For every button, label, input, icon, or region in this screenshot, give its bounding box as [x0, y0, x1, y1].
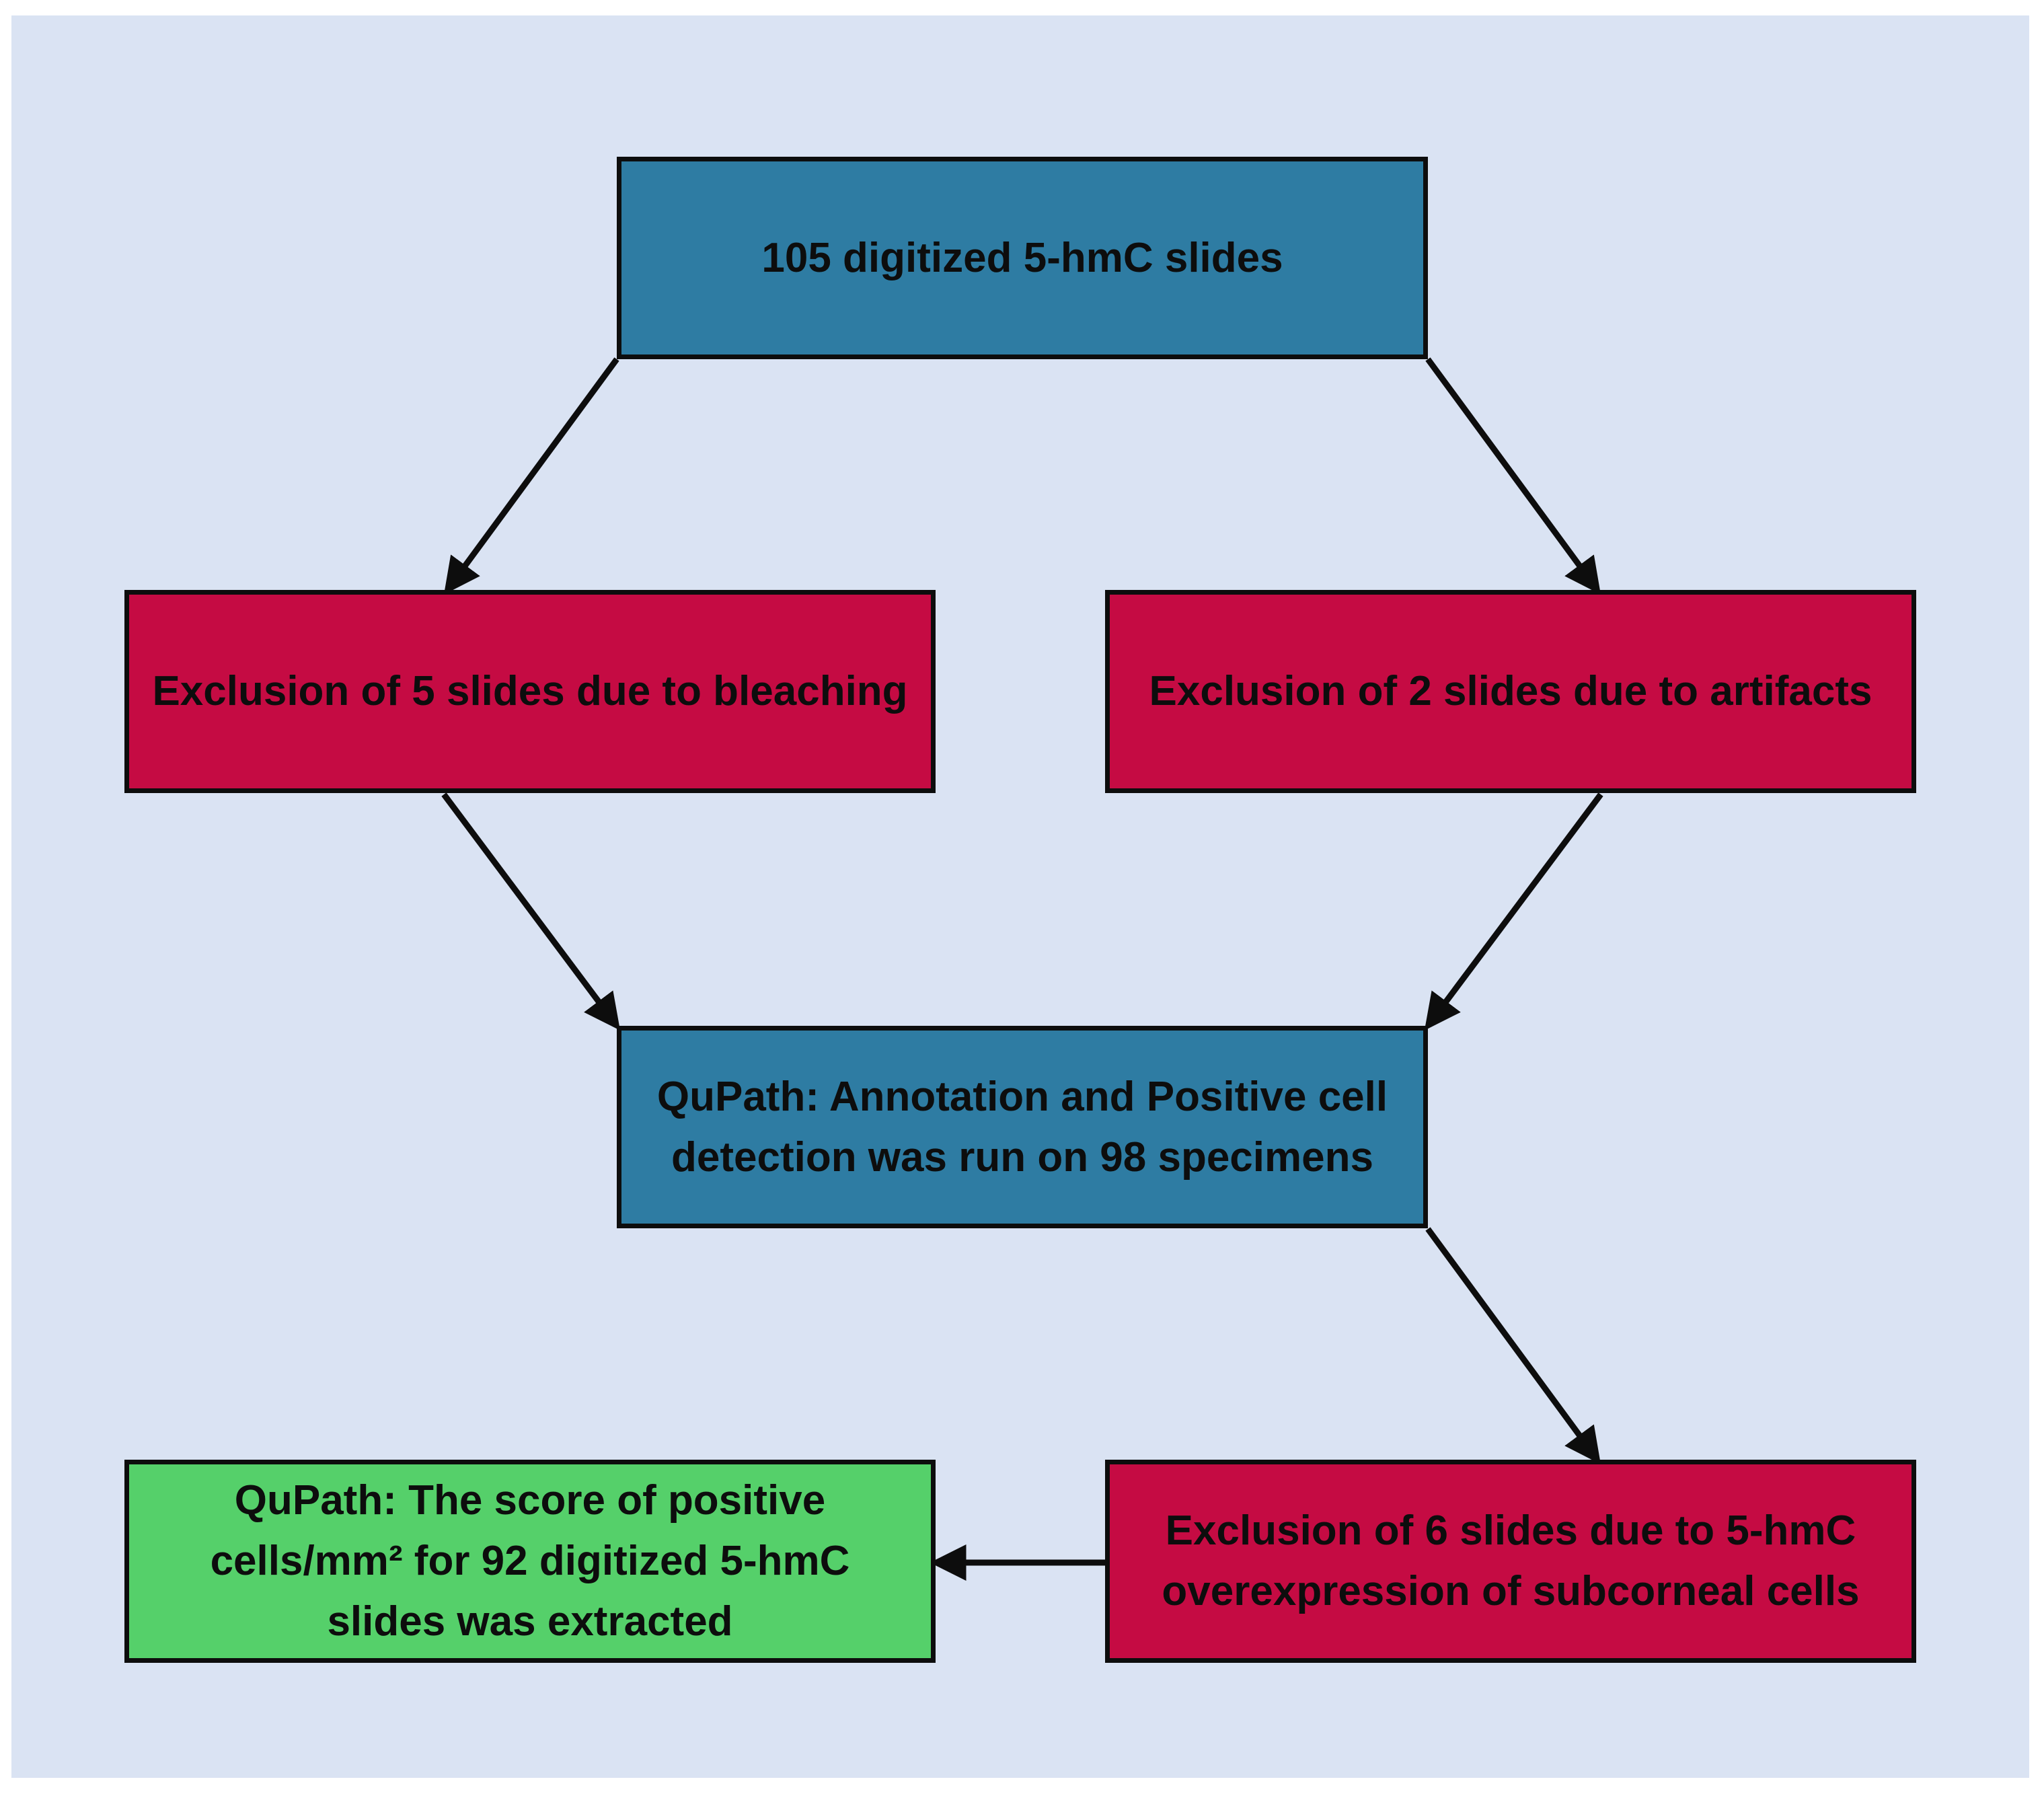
- qupath-score-line1: QuPath: The score of positive: [234, 1477, 826, 1524]
- start-node-text: 105 digitized 5-hmC slides: [761, 234, 1283, 281]
- exclusion-bleaching-node: Exclusion of 5 slides due to bleaching: [124, 590, 936, 793]
- start-node: 105 digitized 5-hmC slides: [617, 157, 1428, 359]
- exclusion-bleaching-text: Exclusion of 5 slides due to bleaching: [152, 668, 908, 715]
- qupath-score-node: QuPath: The score of positive cells/mm² …: [124, 1460, 936, 1663]
- qupath-detection-line1: QuPath: Annotation and Positive cell: [656, 1073, 1388, 1120]
- exclusion-overexpression-line2: overexpression of subcorneal cells: [1162, 1568, 1860, 1614]
- qupath-score-line3: slides was extracted: [327, 1598, 733, 1645]
- exclusion-overexpression-node: Exclusion of 6 slides due to 5-hmC overe…: [1105, 1460, 1916, 1663]
- exclusion-overexpression-line1: Exclusion of 6 slides due to 5-hmC: [1165, 1507, 1856, 1555]
- exclusion-artifacts-node: Exclusion of 2 slides due to artifacts: [1105, 590, 1916, 793]
- qupath-detection-node: QuPath: Annotation and Positive cell det…: [617, 1026, 1428, 1228]
- qupath-score-line2: cells/mm² for 92 digitized 5-hmC: [210, 1538, 850, 1585]
- exclusion-artifacts-text: Exclusion of 2 slides due to artifacts: [1149, 668, 1872, 715]
- qupath-detection-line2: detection was run on 98 specimens: [671, 1133, 1373, 1181]
